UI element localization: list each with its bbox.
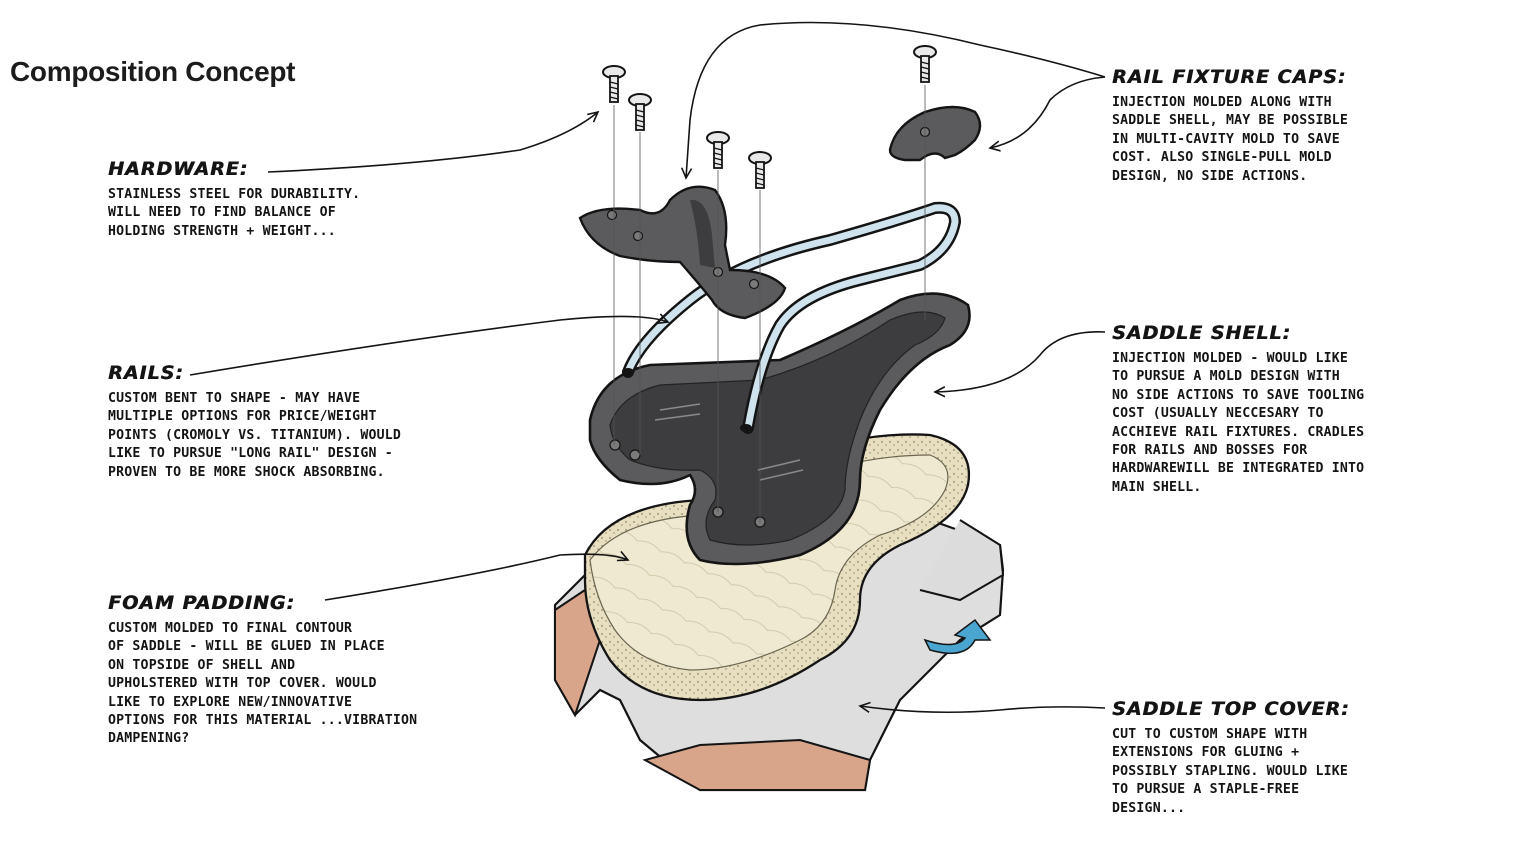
callout-heading: Hardware: [108,158,249,180]
callout-line: to pursue a mold design with [1112,369,1340,385]
callout-line: hardwarewill be integrated into [1112,461,1365,477]
screw-3 [706,131,730,169]
callout-line: Will need to find balance of [108,205,336,221]
callout-heading: Saddle Shell: [1112,322,1292,344]
saddle-shell [588,292,971,566]
callout-line: proven to be more shock absorbing. [108,464,385,480]
callout-line: extensions for gluing + [1112,745,1300,761]
callout-line: Custom molded to final contour [108,621,353,636]
callout-heading: Rail Fixture Caps: [1112,66,1347,88]
callout-heading: Rails: [108,362,184,384]
callout-line: Injection molded along with [1112,95,1332,110]
leader-caps-arm [686,21,1106,179]
callout-line: design, no side actions. [1112,168,1308,184]
callout-line: for rails and bosses for [1112,443,1308,459]
callout-line: like to explore new/innovative [108,694,353,710]
callout-line: Custom bent to shape - may have [108,391,361,406]
callout-line: acchieve rail fixtures. cradles [1112,424,1365,440]
callout-hardware: Hardware: Stainless steel for durability… [108,158,360,241]
callout-line: Stainless steel for durability. [108,187,361,202]
callout-line: multiple options for price/weight [108,409,377,425]
callout-line: cost (usually neccesary to [1112,406,1324,422]
callout-line: dampening? [108,731,190,747]
callout-line: main shell. [1112,479,1202,495]
leader-caps [990,76,1106,148]
callout-line: points (cromoly vs. titanium). would [108,427,402,443]
flip-arrow-icon [923,618,992,655]
callout-heading: Saddle Top Cover: [1112,698,1350,720]
saddle-rails [622,201,961,434]
callout-heading: Foam Padding: [108,592,295,614]
callout-saddle-shell: Saddle Shell: Injection molded - would l… [1112,322,1364,497]
callout-line: possibly stapling. would like [1112,763,1349,779]
callout-line: in multi-cavity mold to save [1112,131,1340,147]
callout-line: upholstered with top cover. would [108,676,377,692]
callout-line: of saddle - will be glued in place [108,639,385,655]
callout-foam-padding: Foam Padding: Custom molded to final con… [108,592,417,749]
rail-fixture-cap [888,105,982,162]
callout-line: options for this material ...vibration [108,713,418,729]
leader-shell [935,331,1106,392]
leader-foam [324,554,628,601]
callout-line: design... [1112,800,1186,816]
screw-2 [628,93,652,131]
callout-rails: Rails: Custom bent to shape - may have m… [108,362,401,482]
leader-lines [189,21,1106,714]
callout-line: to pursue a staple-free [1112,782,1300,798]
callout-line: Injection molded - would like [1112,351,1349,366]
callout-line: cost. also single-pull mold [1112,150,1332,166]
callout-line: on topside of shell and [108,657,296,673]
callout-line: saddle shell, may be possible [1112,113,1349,129]
callout-rail-fixture-caps: Rail Fixture Caps: Injection molded alon… [1112,66,1348,186]
screw-5 [913,45,937,83]
callout-line: like to pursue "long rail" design - [108,446,393,462]
screw-1 [602,65,626,103]
callout-line: Cut to custom shape with [1112,727,1308,742]
page-title: Composition Concept [10,56,296,87]
callout-saddle-top-cover: Saddle Top Cover: Cut to custom shape wi… [1112,698,1350,818]
leader-rails [189,316,668,376]
rail-clamp [578,185,787,320]
callout-line: holding strength + weight... [108,223,336,239]
assembly-guide-lines [613,85,926,522]
callout-line: no side actions to save tooling [1112,387,1365,403]
leader-cover [860,706,1106,714]
leader-hardware [267,112,598,173]
hardware-screws [602,45,937,189]
screw-4 [748,151,772,189]
